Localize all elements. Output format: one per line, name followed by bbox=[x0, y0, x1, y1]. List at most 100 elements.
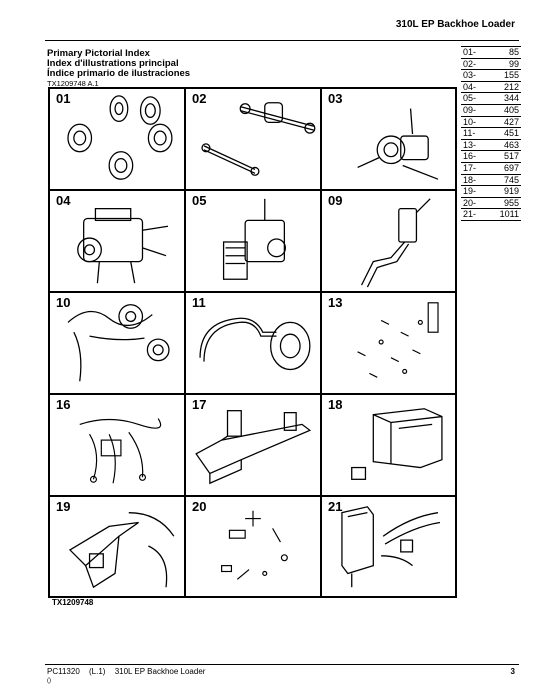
hydraulic-lines-icon bbox=[199, 317, 311, 371]
page-table-row[interactable]: 17-697 bbox=[461, 162, 521, 175]
backhoe-valves-icon bbox=[341, 506, 441, 588]
page-table-row[interactable]: 13-463 bbox=[461, 139, 521, 152]
page-number-ref: 85 bbox=[486, 46, 521, 59]
group-number: 16- bbox=[461, 150, 487, 163]
hardware-parts-icon bbox=[357, 302, 439, 378]
page-number-ref: 99 bbox=[486, 58, 521, 71]
page-table-row[interactable]: 04-212 bbox=[461, 81, 521, 94]
page-table-row[interactable]: 20-955 bbox=[461, 197, 521, 210]
group-number: 02- bbox=[461, 58, 487, 71]
index-cell-16[interactable]: 16 bbox=[49, 394, 185, 496]
index-cell-13[interactable]: 13 bbox=[321, 292, 456, 394]
page-table-row[interactable]: 21-1011 bbox=[461, 208, 521, 221]
cell-number: 10 bbox=[56, 295, 71, 310]
page-number-ref: 1011 bbox=[486, 208, 521, 221]
page-number-ref: 955 bbox=[486, 197, 521, 210]
group-number: 21- bbox=[461, 208, 487, 221]
index-cell-17[interactable]: 17 bbox=[185, 394, 321, 496]
group-number: 09- bbox=[461, 104, 487, 117]
page-number-ref: 155 bbox=[486, 69, 521, 82]
cell-number: 17 bbox=[192, 397, 207, 412]
cell-number: 21 bbox=[328, 499, 343, 514]
loader-frame-icon bbox=[195, 410, 312, 485]
controls-linkage-icon bbox=[360, 198, 431, 288]
group-number: 20- bbox=[461, 197, 487, 210]
group-number: 18- bbox=[461, 174, 487, 187]
header-rule bbox=[45, 40, 519, 41]
page-number-ref: 463 bbox=[486, 139, 521, 152]
index-cell-02[interactable]: 02 bbox=[185, 88, 321, 190]
index-cell-11[interactable]: 11 bbox=[185, 292, 321, 394]
index-cell-04[interactable]: 04 bbox=[49, 190, 185, 292]
page-table-row[interactable]: 09-405 bbox=[461, 104, 521, 117]
page-table-row[interactable]: 02-99 bbox=[461, 58, 521, 71]
operator-cab-icon bbox=[351, 408, 443, 480]
header-title: 310L EP Backhoe Loader bbox=[395, 19, 515, 30]
page-table-row[interactable]: 11-451 bbox=[461, 127, 521, 140]
cell-number: 16 bbox=[56, 397, 71, 412]
index-cell-01[interactable]: 01 bbox=[49, 88, 185, 190]
index-cell-03[interactable]: 03 bbox=[321, 88, 456, 190]
cell-number: 01 bbox=[56, 91, 71, 106]
page-table-row[interactable]: 10-427 bbox=[461, 116, 521, 129]
page-number-ref: 517 bbox=[486, 150, 521, 163]
footer-code: PC11320 bbox=[47, 667, 80, 676]
group-number: 10- bbox=[461, 116, 487, 129]
cell-number: 05 bbox=[192, 193, 207, 208]
index-cell-18[interactable]: 18 bbox=[321, 394, 456, 496]
index-cell-05[interactable]: 05 bbox=[185, 190, 321, 292]
transmission-icon bbox=[357, 108, 439, 180]
page-table-row[interactable]: 18-745 bbox=[461, 174, 521, 187]
page-table-row[interactable]: 01-85 bbox=[461, 46, 521, 59]
page-table-row[interactable]: 03-155 bbox=[461, 69, 521, 82]
index-title: Primary Pictorial Index Index d'illustra… bbox=[47, 49, 190, 79]
axle-driveshaft-icon bbox=[201, 102, 316, 176]
footer-rev: (L.1) bbox=[89, 667, 106, 676]
index-cell-20[interactable]: 20 bbox=[185, 496, 321, 597]
cell-number: 13 bbox=[328, 295, 343, 310]
wiring-harness-icon bbox=[79, 418, 162, 484]
engine-icon bbox=[77, 208, 169, 284]
cell-number: 02 bbox=[192, 91, 207, 106]
page-table-row[interactable]: 19-919 bbox=[461, 185, 521, 198]
cell-number: 20 bbox=[192, 499, 207, 514]
index-title-es: Índice primario de ilustraciones bbox=[47, 68, 191, 79]
index-cell-21[interactable]: 21 bbox=[321, 496, 456, 597]
page-number-ref: 405 bbox=[486, 104, 521, 117]
group-number: 04- bbox=[461, 81, 487, 94]
group-number: 03- bbox=[461, 69, 487, 82]
cell-number: 09 bbox=[328, 193, 343, 208]
index-cell-09[interactable]: 09 bbox=[321, 190, 456, 292]
page-number: 3 bbox=[510, 667, 515, 676]
page-number-ref: 697 bbox=[486, 162, 521, 175]
cell-number: 11 bbox=[192, 295, 206, 310]
hood-fenders-icon bbox=[68, 512, 175, 589]
footer-title: 310L EP Backhoe Loader bbox=[114, 667, 206, 676]
cell-number: 04 bbox=[56, 193, 71, 208]
group-number: 17- bbox=[461, 162, 487, 175]
index-cell-10[interactable]: 10 bbox=[49, 292, 185, 394]
cell-number: 03 bbox=[328, 91, 343, 106]
footer-paren: () bbox=[47, 678, 51, 684]
page-number-ref: 427 bbox=[486, 116, 521, 129]
page-number-ref: 344 bbox=[486, 92, 521, 105]
cell-number: 18 bbox=[328, 397, 343, 412]
page-number-ref: 919 bbox=[486, 185, 521, 198]
page-number-ref: 745 bbox=[486, 174, 521, 187]
group-number: 11- bbox=[461, 127, 487, 140]
footer-rule bbox=[45, 664, 519, 665]
index-title-fr: Index d'illustrations principal bbox=[47, 58, 179, 69]
figure-footer: TX1209748 bbox=[52, 598, 94, 607]
page-number-ref: 451 bbox=[486, 127, 521, 140]
page-table-row[interactable]: 16-517 bbox=[461, 150, 521, 163]
index-cell-19[interactable]: 19 bbox=[49, 496, 185, 597]
group-number: 19- bbox=[461, 185, 487, 198]
index-title-en: Primary Pictorial Index bbox=[47, 48, 150, 59]
electrical-harness-icon bbox=[67, 304, 170, 382]
cell-number: 19 bbox=[56, 499, 71, 514]
group-number: 05- bbox=[461, 92, 487, 105]
page-number-ref: 212 bbox=[486, 81, 521, 94]
page-table-row[interactable]: 05-344 bbox=[461, 92, 521, 105]
group-number: 01- bbox=[461, 46, 487, 59]
footer-left: PC11320 (L.1) 310L EP Backhoe Loader bbox=[47, 667, 212, 676]
